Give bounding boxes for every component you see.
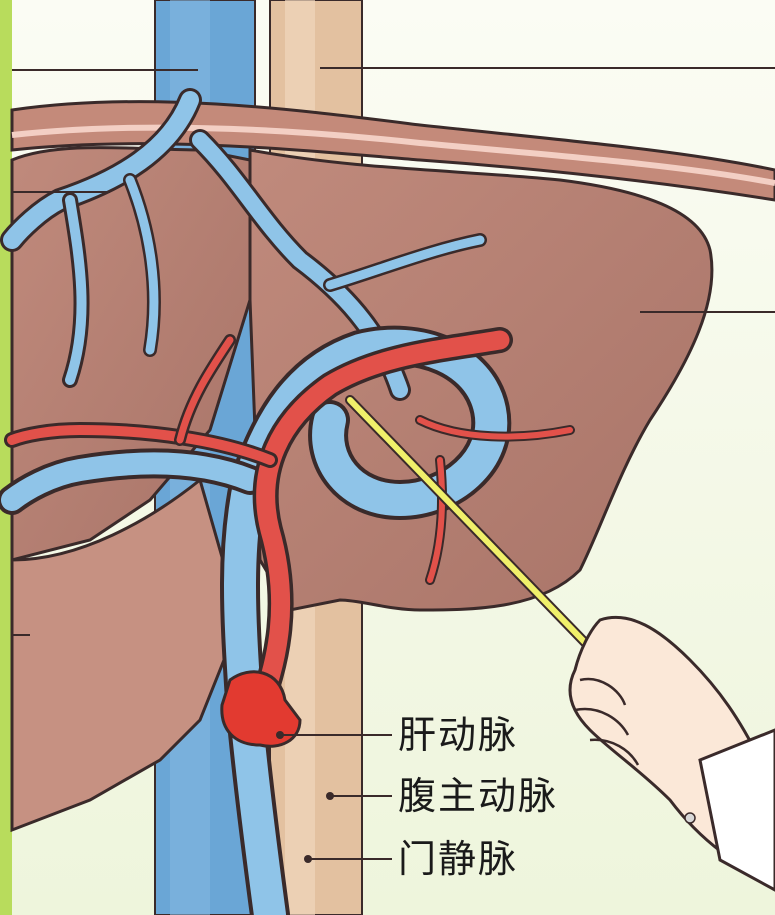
label-hepatic-artery: 肝动脉 [398,716,518,754]
label-abdominal-aorta: 腹主动脉 [398,777,558,815]
left-accent-strip [0,0,12,915]
label-portal-vein: 门静脉 [398,840,518,878]
